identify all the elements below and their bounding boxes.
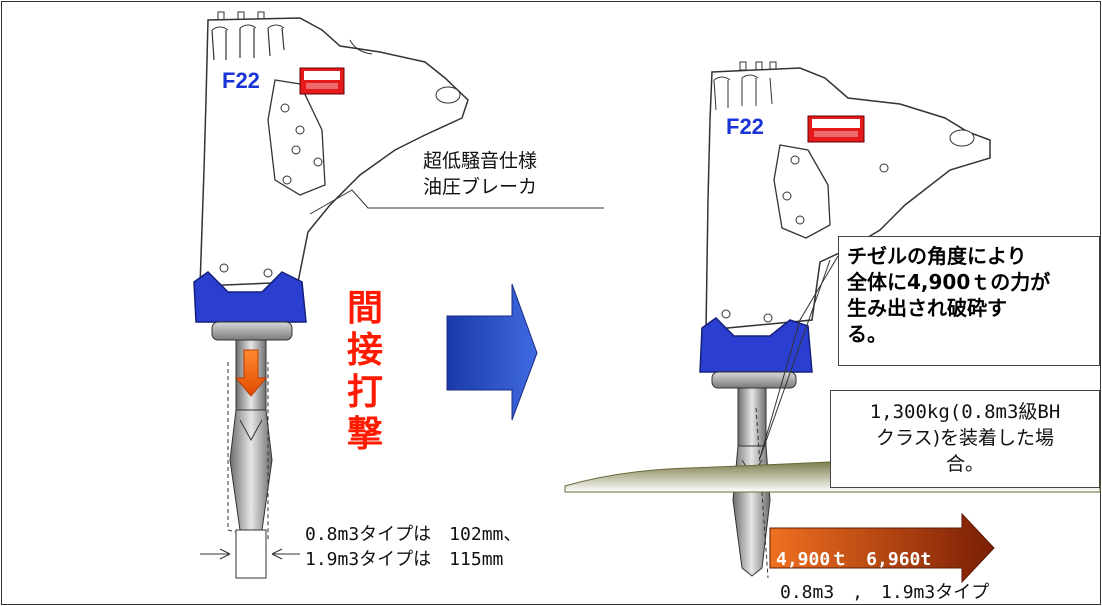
transition-arrow-icon <box>446 283 538 421</box>
weight-note-box: 1,300kg(0.8m3級BH クラス)を装着した場 合。 <box>830 390 1100 488</box>
indirect-strike-char: 打 <box>346 372 383 413</box>
model-label-right: F22 <box>726 114 764 139</box>
indirect-strike-char: 接 <box>346 330 383 371</box>
force-note-line: 全体に4,900ｔの力が <box>847 270 1051 294</box>
force-note-line: る。 <box>847 322 887 346</box>
force-note-box: チゼルの角度により 全体に4,900ｔの力が 生み出され破砕す る。 <box>838 236 1100 366</box>
force-arrow-label: 4,900ｔ 6,960t <box>776 549 932 570</box>
weight-note-line: 合。 <box>945 453 984 475</box>
indirect-strike-label: 間 接 打 撃 <box>345 288 385 456</box>
breaker-description-line2: 油圧ブレーカ <box>423 176 538 198</box>
model-label-left: F22 <box>222 68 260 93</box>
indirect-strike-char: 撃 <box>346 414 383 455</box>
type-label: 0.8m3 , 1.9m3タイプ <box>780 582 990 603</box>
force-note-line: チゼルの角度により <box>847 244 1027 268</box>
force-note-line: 生み出され破砕す <box>847 296 1007 320</box>
indirect-strike-char: 間 <box>346 288 383 329</box>
breaker-description-line1: 超低騒音仕様 <box>423 150 538 172</box>
chisel-dimension-line2: 1.9m3タイプは 115mm <box>305 549 504 570</box>
chisel-dimension-line1: 0.8m3タイプは 102mm、 <box>305 524 522 545</box>
weight-note-line: 1,300kg(0.8m3級BH <box>869 401 1061 423</box>
weight-note-line: クラス)を装着した場 <box>875 427 1055 449</box>
force-arrow-icon <box>769 512 995 584</box>
impact-arrow-icon <box>234 349 268 397</box>
left-breaker <box>193 11 604 579</box>
